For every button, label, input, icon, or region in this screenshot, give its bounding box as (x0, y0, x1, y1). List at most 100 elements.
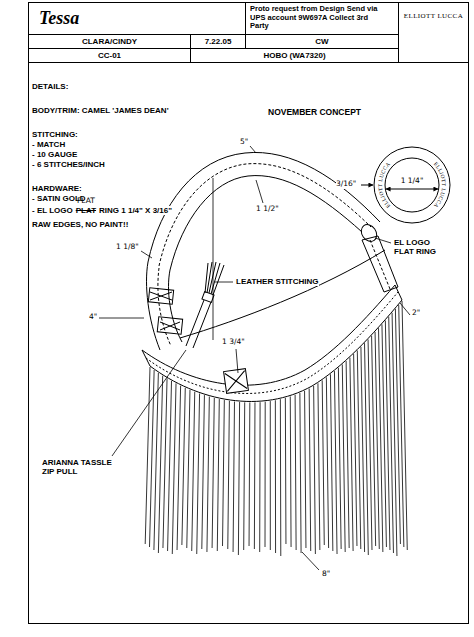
bag-handle (150, 292, 172, 300)
tassel-zip-pull (186, 300, 211, 348)
dimension: 1 1/2" (256, 205, 279, 214)
header-cell: CLARA/CINDY (28, 34, 191, 49)
cell-text: CW (315, 37, 328, 46)
tassel-zip-pull (202, 292, 214, 303)
cell-text: Proto request from Design Send via UPS a… (250, 5, 386, 31)
flat-ring-on-bag (358, 222, 398, 292)
leader-line (99, 318, 144, 319)
fringe-strand (238, 402, 239, 555)
fringe-strand (330, 374, 332, 551)
fringe-strand (158, 376, 162, 553)
dimension: 1 3/4" (222, 338, 245, 347)
fringe-strand (202, 395, 205, 549)
fringe-strand (342, 364, 345, 552)
fringe (145, 301, 407, 556)
spec-text: NOVEMBER CONCEPT (268, 108, 361, 118)
spec-text: FLAT (77, 197, 95, 206)
fringe-strand (244, 402, 245, 550)
bag-handle (148, 288, 173, 304)
ring-engraving: ELLIOTT LUCCA ELLIOTT LUCCA (377, 161, 447, 210)
cell-text: Tessa (39, 8, 79, 29)
fringe-strand (192, 392, 195, 551)
fringe-strand (145, 367, 150, 544)
fringe-strand (361, 347, 365, 552)
flat-ring-on-bag (370, 240, 390, 289)
fringe-strand (182, 388, 185, 545)
bag-body (180, 250, 385, 338)
leader-line (302, 552, 319, 570)
bag-body (224, 369, 249, 394)
dimension: 2" (412, 309, 420, 318)
fringe-strand (207, 397, 209, 552)
fringe-strand (326, 377, 328, 548)
page-frame (29, 3, 469, 624)
logo-ring (386, 189, 438, 190)
bag-handle (147, 152, 381, 350)
fringe-strand (270, 401, 271, 550)
dimension: 8" (322, 570, 330, 579)
fringe-strand (346, 361, 349, 548)
ring-engraving: ELLIOTT LUCCA (433, 161, 447, 210)
spec-text: - EL LOGO (32, 206, 73, 215)
bag-body (142, 250, 402, 401)
leader-line (250, 146, 256, 153)
fringe-strand (354, 354, 357, 546)
ring-engraving: ELLIOTT LUCCA (433, 161, 447, 210)
spec-text: - 6 STITCHES/INCH (32, 160, 105, 169)
tassel-zip-pull (186, 262, 224, 348)
cell-text: HOBO (WA7320) (263, 51, 325, 60)
tassel-zip-pull (205, 262, 224, 295)
bag-handle (157, 317, 182, 334)
header-cell: CW (245, 34, 399, 49)
spec-text: BODY/TRIM: CAMEL 'JAMES DEAN' (32, 106, 169, 115)
logo-ring (385, 158, 439, 212)
bag-body (146, 292, 398, 393)
fringe-strand (275, 400, 276, 553)
fringe-strand (228, 401, 230, 549)
fringe-strand (212, 398, 214, 548)
leader-line (236, 349, 238, 373)
fringe-strand (357, 350, 360, 549)
bag-handle (158, 268, 171, 346)
logo-ring (374, 147, 450, 223)
spec-text: EL LOGO FLAT RING (394, 238, 446, 256)
fringe-strand (265, 402, 266, 547)
spec-text: LEATHER STITCHING (236, 277, 319, 286)
spec-text: DETAILS: (32, 82, 68, 91)
fringe-strand (233, 402, 234, 552)
fringe-strand (290, 396, 292, 547)
fringe-strand (368, 339, 372, 550)
cell-text: 7.22.05 (205, 37, 232, 46)
logo-ring (361, 185, 373, 186)
leader-line (141, 251, 152, 258)
dimension: 4" (89, 313, 97, 322)
bag-handle (148, 152, 380, 262)
spec-text: - 10 GAUGE (32, 150, 77, 159)
fringe-strand (223, 400, 225, 546)
leader-line (256, 180, 263, 203)
dimension: 1 1/4" (401, 177, 424, 186)
flat-ring-on-bag (362, 236, 398, 292)
fringe-strand (305, 391, 306, 548)
header-cell: HOBO (WA7320) (190, 48, 399, 63)
spec-text: STITCHING: (32, 130, 78, 139)
fringe-strand (338, 368, 341, 549)
header-cell: ELLIOTT LUCCA (398, 2, 469, 63)
fringe-strand (168, 381, 172, 551)
bag-body (225, 371, 247, 392)
leader-line (112, 350, 186, 456)
header-cell: Tessa (28, 2, 246, 35)
fringe-strand (318, 383, 320, 550)
fringe-strand (334, 371, 337, 554)
ring-engraving: ELLIOTT LUCCA (377, 161, 391, 210)
fringe-strand (177, 386, 181, 550)
header-cell: Proto request from Design Send via UPS a… (245, 2, 399, 35)
bag-body (142, 285, 395, 385)
fringe-strand (402, 301, 407, 550)
flat-ring-on-bag (358, 222, 380, 245)
bag-handle (159, 164, 371, 266)
header-cell: CC-01 (28, 48, 191, 63)
bag-handle (169, 270, 183, 342)
spec-text: HARDWARE: (32, 184, 82, 193)
